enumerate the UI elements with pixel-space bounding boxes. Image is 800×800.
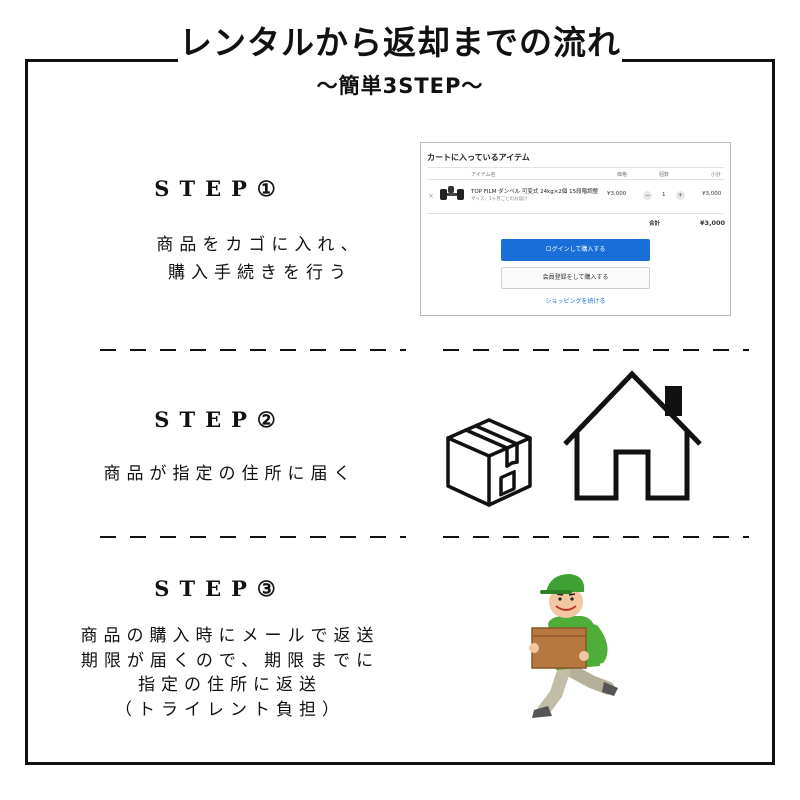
cart-item-subtotal: ¥3,000 <box>702 191 722 197</box>
step-1-heading: STEP① <box>154 176 286 201</box>
step-3-description: 商品の購入時にメールで返送 期限が届くので、期限までに 指定の住所に返送 （トラ… <box>20 624 440 722</box>
title-rule-right <box>622 59 775 62</box>
step-3-heading: STEP③ <box>154 576 286 601</box>
continue-shopping-link[interactable]: ショッピングを続ける <box>545 298 606 305</box>
step-3-desc-line: 商品の購入時にメールで返送 <box>80 626 380 646</box>
login-checkout-button[interactable]: ログインして購入する <box>501 239 650 261</box>
dashed-divider <box>443 349 749 351</box>
cart-item-name[interactable]: TOP FILM ダンベル 可変式 24kg×2個 15段階調整 <box>471 189 599 195</box>
dumbbell-thumbnail-icon <box>440 186 464 200</box>
dashed-divider <box>100 349 406 351</box>
remove-item-button[interactable]: × <box>428 192 434 200</box>
cart-divider <box>427 179 724 180</box>
cart-item-qty[interactable]: 1 <box>662 192 666 198</box>
dashed-divider <box>100 536 406 538</box>
content-frame <box>25 60 775 765</box>
cardboard-box-icon <box>446 418 532 507</box>
step-3-desc-line: （トライレント負担） <box>115 699 345 720</box>
page-subtitle: 〜簡単3STEP〜 <box>316 74 484 98</box>
cart-title: カートに入っているアイテム <box>427 153 530 162</box>
step-3-desc-line: 期限が届くので、期限までに <box>80 650 380 671</box>
dashed-divider <box>443 536 749 538</box>
column-subtotal: 小計 <box>711 172 722 178</box>
cart-item-price: ¥3,000 <box>607 191 627 197</box>
step-1-desc-line: 購入手続きを行う <box>168 263 352 283</box>
column-qty: 個数 <box>659 172 670 178</box>
qty-decrease-button[interactable]: − <box>643 191 652 200</box>
delivery-person-icon <box>529 574 618 718</box>
cart-screenshot: カートに入っているアイテム アイテム名 価格 個数 小計 × TOP FILM … <box>420 142 731 316</box>
cart-divider <box>427 167 724 168</box>
page-title: レンタルから返却までの流れ <box>179 23 621 62</box>
title-rule-left <box>25 59 178 62</box>
total-value: ¥3,000 <box>700 219 726 227</box>
total-label: 合計 <box>649 221 661 227</box>
qty-increase-button[interactable]: + <box>676 191 685 200</box>
title-bar: レンタルから返却までの流れ <box>0 18 800 68</box>
cart-item-option: サイズ：1ヶ月ごとのお届け <box>471 197 528 202</box>
column-item: アイテム名 <box>471 172 496 178</box>
cart-divider <box>427 213 724 214</box>
column-price: 価格 <box>617 172 628 178</box>
step-2-heading: STEP② <box>154 407 286 432</box>
step-1-description: 商品をカゴに入れ、 購入手続きを行う <box>50 231 470 287</box>
step-1-desc-line: 商品をカゴに入れ、 <box>156 235 364 255</box>
house-icon <box>563 370 702 501</box>
step-2-description: 商品が指定の住所に届く <box>20 460 440 488</box>
register-checkout-button[interactable]: 会員登録をして購入する <box>501 267 650 289</box>
step-2-desc-line: 商品が指定の住所に届く <box>103 464 357 484</box>
step-3-desc-line: 指定の住所に返送 <box>138 675 322 695</box>
